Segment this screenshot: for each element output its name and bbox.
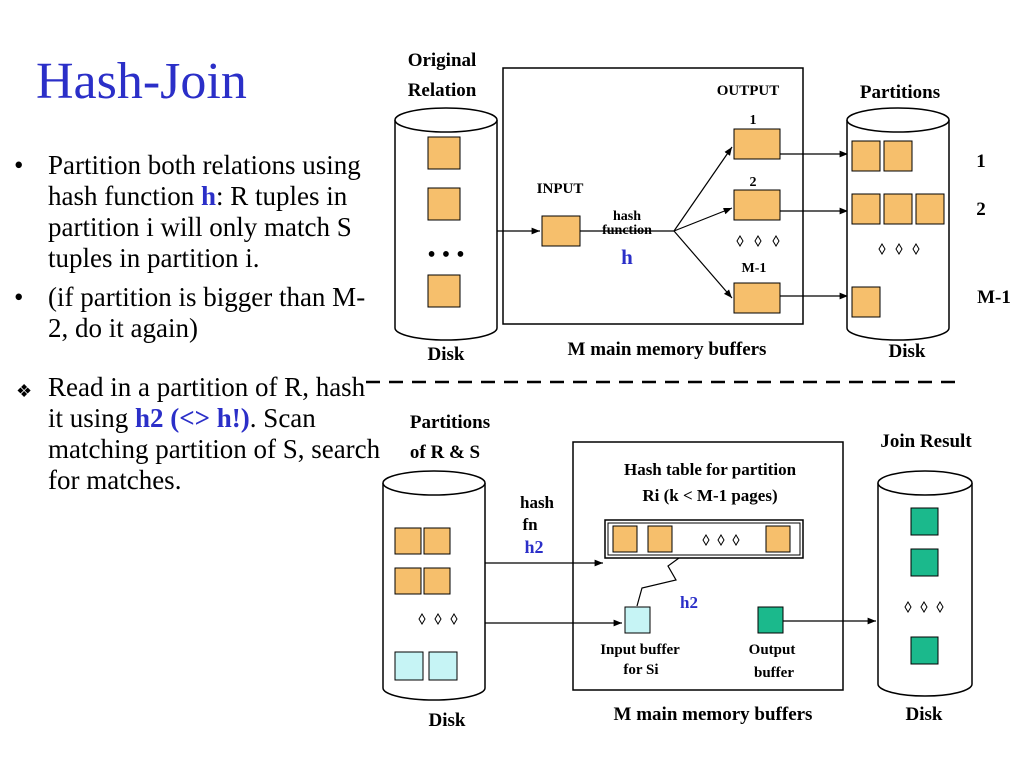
bullet-list: • Partition both relations using hash fu… xyxy=(10,150,382,504)
partitions-rs-label-2: of R & S xyxy=(410,442,480,463)
result-ellipsis-icon xyxy=(904,601,944,613)
bottom-arrows xyxy=(485,559,876,627)
h2-label: h2 xyxy=(680,593,698,612)
partition-m1-label: M-1 xyxy=(977,287,1011,308)
partition-page xyxy=(883,193,913,225)
bottom-disk-left-label: Disk xyxy=(429,710,466,731)
h2-probe-arrow xyxy=(636,557,680,607)
output-buffer-m1 xyxy=(733,282,781,314)
input-label: INPUT xyxy=(537,181,584,197)
r-partition-page xyxy=(423,567,451,595)
output-ellipsis-icon xyxy=(736,235,780,247)
ellipsis-dots: • • • xyxy=(427,242,464,268)
output-label: OUTPUT xyxy=(717,83,780,99)
hash-table-label-2: Ri (k < M-1 pages) xyxy=(642,486,777,505)
bottom-disk-right-label: Disk xyxy=(906,704,943,725)
output-buffer-label-2: buffer xyxy=(754,665,794,681)
bullet-text: (if partition is bigger than M-2, do it … xyxy=(48,282,366,343)
output-2-label: 2 xyxy=(750,175,757,190)
bullet-text-rest: . Scan matching partition of S, search f… xyxy=(48,403,381,495)
probe-memory-box xyxy=(572,441,844,691)
diamond-marker-icon: ❖ xyxy=(16,381,33,401)
original-relation-label: Original xyxy=(408,50,477,71)
top-disk-right-label: Disk xyxy=(889,341,926,362)
hash-function-h: h xyxy=(621,245,633,269)
output-m1-label: M-1 xyxy=(742,261,767,276)
bullet-text: Partition both relations using hash func… xyxy=(48,150,361,211)
output-buffer-label: Output xyxy=(749,642,796,658)
input-buffer-label-2: for Si xyxy=(623,662,658,678)
original-relation-label-2: Relation xyxy=(408,80,477,101)
relation-page xyxy=(427,187,461,221)
bullet-partition: • Partition both relations using hash fu… xyxy=(10,150,382,274)
partition-page xyxy=(851,286,881,318)
s-partition-page xyxy=(428,651,458,681)
hash-table-ellipsis-icon xyxy=(702,534,740,546)
result-page xyxy=(910,548,939,577)
hash-table-page xyxy=(765,525,791,553)
bullet-marker: • xyxy=(14,282,24,312)
input-buffer-si xyxy=(624,606,651,634)
hash-table-page xyxy=(612,525,638,553)
hash-fn-label: hash xyxy=(520,493,555,512)
hash-fn-h2: h2 xyxy=(524,537,543,557)
relation-page xyxy=(427,274,461,308)
disk-cylinder-join-result xyxy=(877,470,973,697)
partition-page xyxy=(851,140,881,172)
bullet-marker: • xyxy=(14,150,24,180)
input-buffer xyxy=(541,215,581,247)
top-buffers-label: M main memory buffers xyxy=(568,339,767,360)
partition-2-label: 2 xyxy=(976,199,986,220)
partition-page xyxy=(915,193,945,225)
output-buffer-2 xyxy=(733,189,781,221)
partitions-rs-label: Partitions xyxy=(410,412,490,433)
partitions-label: Partitions xyxy=(860,82,940,103)
partition-ellipsis-icon xyxy=(878,243,920,255)
r-partition-page xyxy=(394,527,422,555)
hash-label: hash xyxy=(613,209,641,224)
output-buffer xyxy=(757,606,784,634)
relation-page xyxy=(427,136,461,170)
bullet-highlight: h2 (<> h!) xyxy=(135,403,250,433)
slide-title: Hash-Join xyxy=(36,53,247,110)
result-page xyxy=(910,636,939,665)
input-buffer-label: Input buffer xyxy=(600,642,680,658)
output-buffer-1 xyxy=(733,128,781,160)
partition-1-label: 1 xyxy=(976,151,986,172)
bullet-probe: ❖ Read in a partition of R, hash it usin… xyxy=(10,372,382,496)
s-partition-page xyxy=(394,651,424,681)
partition-page xyxy=(883,140,913,172)
bottom-buffers-label: M main memory buffers xyxy=(614,704,813,725)
r-partition-page xyxy=(423,527,451,555)
output-1-label: 1 xyxy=(750,113,757,128)
hash-table-page xyxy=(647,525,673,553)
disk-cylinder-partitions xyxy=(846,107,950,341)
join-result-label: Join Result xyxy=(880,431,972,452)
rs-ellipsis-icon xyxy=(418,613,458,625)
top-disk-left-label: Disk xyxy=(428,344,465,365)
partition-page xyxy=(851,193,881,225)
bullet-repartition: • (if partition is bigger than M-2, do i… xyxy=(10,282,382,344)
bullet-text-rest: : R tuples in partition i will only matc… xyxy=(48,181,352,273)
disk-cylinder-original xyxy=(394,107,498,341)
bullet-highlight: h xyxy=(200,181,217,211)
result-page xyxy=(910,507,939,536)
hash-fn-label-2: fn xyxy=(522,515,538,534)
bullet-text: Read in a partition of R, hash it using xyxy=(48,372,366,433)
top-arrows xyxy=(497,146,848,300)
r-partition-page xyxy=(394,567,422,595)
hash-table-label: Hash table for partition xyxy=(624,460,797,479)
